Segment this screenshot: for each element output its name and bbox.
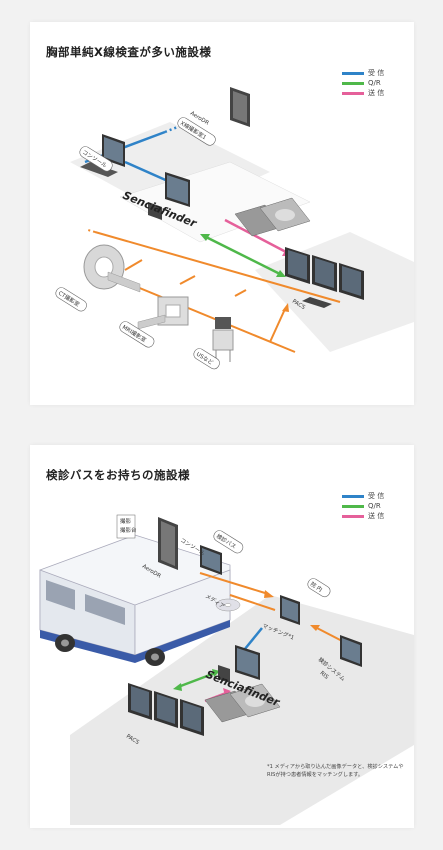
label-hospital-tag: 院 内 — [307, 578, 331, 598]
label-bus-tag: 検診バス — [213, 530, 244, 554]
checkup-bus-icon — [39, 534, 231, 666]
legend-item-receive: 受 信 — [342, 68, 384, 78]
xray-images-icon — [204, 683, 281, 723]
section-title: 検診バスをお持ちの施設様 — [46, 468, 190, 482]
network-diagram-1: AeroDR X線撮影室1 コンソール Senciafinder CT撮影室 M… — [55, 87, 414, 370]
diagram-card-chest-xray: 胸部単純X線検査が多い施設様 受 信 Q/R 送 信 — [30, 22, 414, 405]
send-line — [224, 218, 287, 254]
mri-scanner-icon — [137, 296, 189, 330]
floor-platform — [255, 232, 414, 352]
diagram-card-checkup-bus: 検診バスをお持ちの施設様 受 信 Q/R 送 信 — [30, 445, 414, 828]
legend: 受 信 Q/R 送 信 — [342, 491, 384, 521]
legend-item-receive: 受 信 — [342, 491, 384, 501]
label-ct-tag: CT撮影室 — [55, 287, 87, 312]
section-title: 胸部単純X線検査が多い施設様 — [46, 45, 212, 59]
svg-text:RIS: RIS — [319, 670, 330, 681]
aerodr-panel-icon — [230, 87, 250, 127]
legend-item-qr: Q/R — [342, 78, 384, 88]
pacs-monitors-icon — [285, 247, 364, 308]
senciafinder-workstation-icon — [148, 172, 190, 220]
network-line — [94, 231, 341, 303]
qr-line — [177, 671, 216, 689]
ultrasound-cart-icon — [212, 317, 234, 362]
media-disc-icon — [215, 598, 241, 612]
ct-scanner-icon — [83, 244, 141, 293]
xray-images-icon — [234, 197, 311, 237]
label-room: 撮影 撮影台 — [116, 514, 137, 539]
aerodr-panel-icon — [158, 517, 178, 570]
media-flow-line — [199, 572, 266, 594]
receiving-workstation-icon — [280, 595, 300, 625]
network-diagram-2: 検診バス 撮影 撮影台 コンソール AeroDR メディア 院 内 マッチング*… — [39, 514, 414, 825]
legend-item-send: 送 信 — [342, 88, 384, 98]
ris-workstation-icon — [340, 635, 362, 667]
svg-text:撮影台: 撮影台 — [120, 526, 137, 534]
console-monitor-icon — [200, 545, 222, 575]
senciafinder-workstation-icon — [218, 645, 260, 683]
svg-text:撮影: 撮影 — [120, 517, 132, 525]
footnote: *1 メディアから取り込んだ画像データと、検診システムやRISが持つ患者情報をマ… — [267, 764, 404, 778]
legend-item-send: 送 信 — [342, 511, 384, 521]
legend: 受 信 Q/R 送 信 — [342, 68, 384, 98]
qr-line — [205, 235, 281, 276]
legend-item-qr: Q/R — [342, 501, 384, 511]
network-line — [124, 281, 296, 353]
console-monitor-icon — [80, 134, 125, 177]
pacs-monitors-icon — [128, 683, 204, 736]
media-flow-line — [229, 594, 276, 611]
receive-line — [124, 160, 171, 184]
